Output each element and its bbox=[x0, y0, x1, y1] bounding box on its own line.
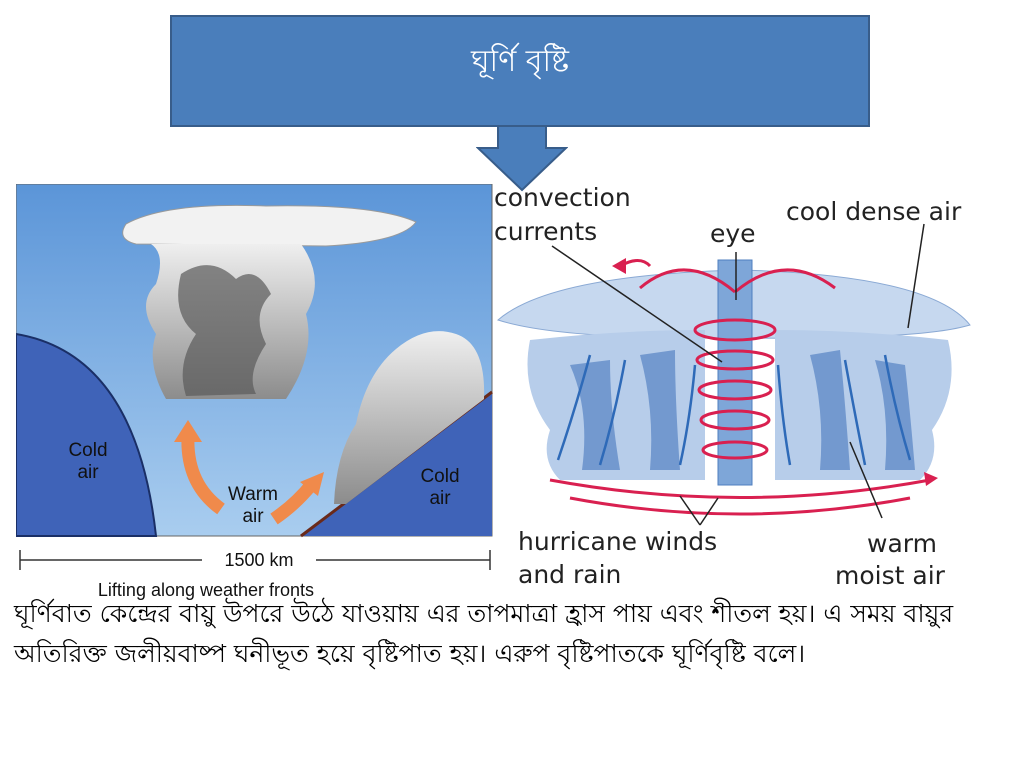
warm-moist-label-1: warm bbox=[867, 529, 937, 558]
hurricane-winds-label-2: and rain bbox=[518, 560, 621, 589]
warm-air-arrow-left bbox=[181, 435, 225, 515]
scale-label: 1500 km bbox=[224, 550, 293, 570]
title-box: ঘূর্ণি বৃষ্টি bbox=[170, 15, 870, 127]
cool-dense-air-label: cool dense air bbox=[786, 197, 962, 226]
frontal-cloud bbox=[334, 331, 485, 504]
hurricane-eye-column bbox=[717, 259, 753, 486]
rising-air-arrows bbox=[556, 354, 912, 466]
cold-air-right-label-1: Cold bbox=[420, 466, 459, 487]
circulation-arrows bbox=[549, 259, 931, 516]
down-arrow-icon bbox=[476, 126, 568, 192]
cold-air-left bbox=[16, 332, 158, 537]
weather-front-diagram: Cold air Warm air Cold air 1500 km Lifti… bbox=[16, 184, 493, 600]
cold-air-left-label-1: Cold bbox=[68, 440, 107, 461]
eye-label: eye bbox=[710, 219, 756, 248]
convection-label-1: convection bbox=[494, 183, 631, 212]
warm-moist-label-2: moist air bbox=[835, 561, 946, 590]
warm-air-label-1: Warm bbox=[228, 484, 278, 505]
warm-air-label-2: air bbox=[242, 506, 264, 527]
pointer-lines bbox=[551, 223, 925, 526]
hurricane-diagram: convection currents eye cool dense air h… bbox=[494, 183, 971, 590]
cold-air-left-label-2: air bbox=[77, 462, 99, 483]
slide-title: ঘূর্ণি বৃষ্টি bbox=[470, 43, 570, 79]
convection-label-2: currents bbox=[494, 217, 597, 246]
anvil-cloud bbox=[122, 204, 417, 247]
hurricane-winds-label-1: hurricane winds bbox=[518, 527, 717, 556]
front-caption: Lifting along weather fronts bbox=[98, 580, 314, 600]
cold-air-right-label-2: air bbox=[429, 488, 451, 509]
body-paragraph: ঘূর্ণিবাত কেন্দ্রের বায়ু উপরে উঠে যাওয়… bbox=[14, 599, 954, 668]
